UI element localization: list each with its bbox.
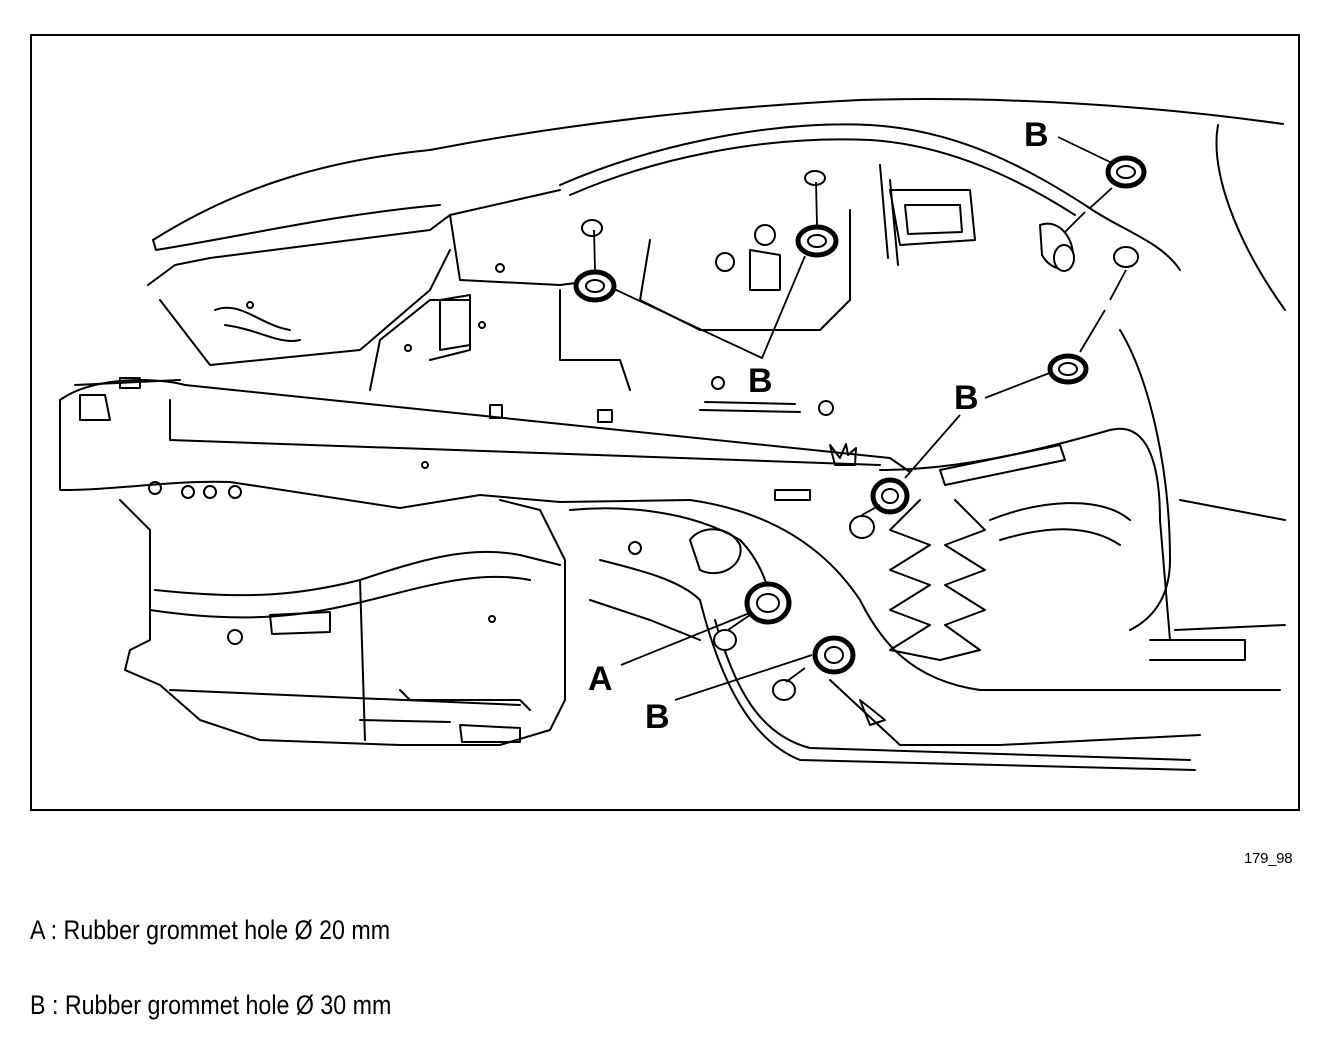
grommet-b-center-right xyxy=(795,224,839,258)
leader-lines xyxy=(593,136,1127,701)
grommet-b-center-left xyxy=(573,269,617,303)
grommets xyxy=(573,155,1147,701)
grommet-holes xyxy=(581,170,1139,701)
legend-item-b: B : Rubber grommet hole Ø 30 mm xyxy=(30,990,392,1020)
callout-b-right: B xyxy=(954,379,979,417)
legend-item-a: A : Rubber grommet hole Ø 20 mm xyxy=(30,915,391,945)
callout-b-center: B xyxy=(748,362,773,400)
vehicle-underbody-diagram: B B B A B xyxy=(30,34,1300,811)
grommet-b-top-right xyxy=(1105,155,1147,189)
grommet-b-floor xyxy=(870,477,910,515)
diagram-frame xyxy=(30,34,1300,811)
underbody-drawing xyxy=(59,98,1286,771)
grommet-b-lower xyxy=(812,635,856,675)
grommet-a xyxy=(744,581,792,625)
callout-b-top-right: B xyxy=(1024,116,1049,154)
grommet-b-right xyxy=(1047,353,1089,385)
callout-a: A xyxy=(588,660,613,698)
callout-b-lower: B xyxy=(645,698,670,736)
figure-code: 179_98 xyxy=(1244,850,1293,867)
